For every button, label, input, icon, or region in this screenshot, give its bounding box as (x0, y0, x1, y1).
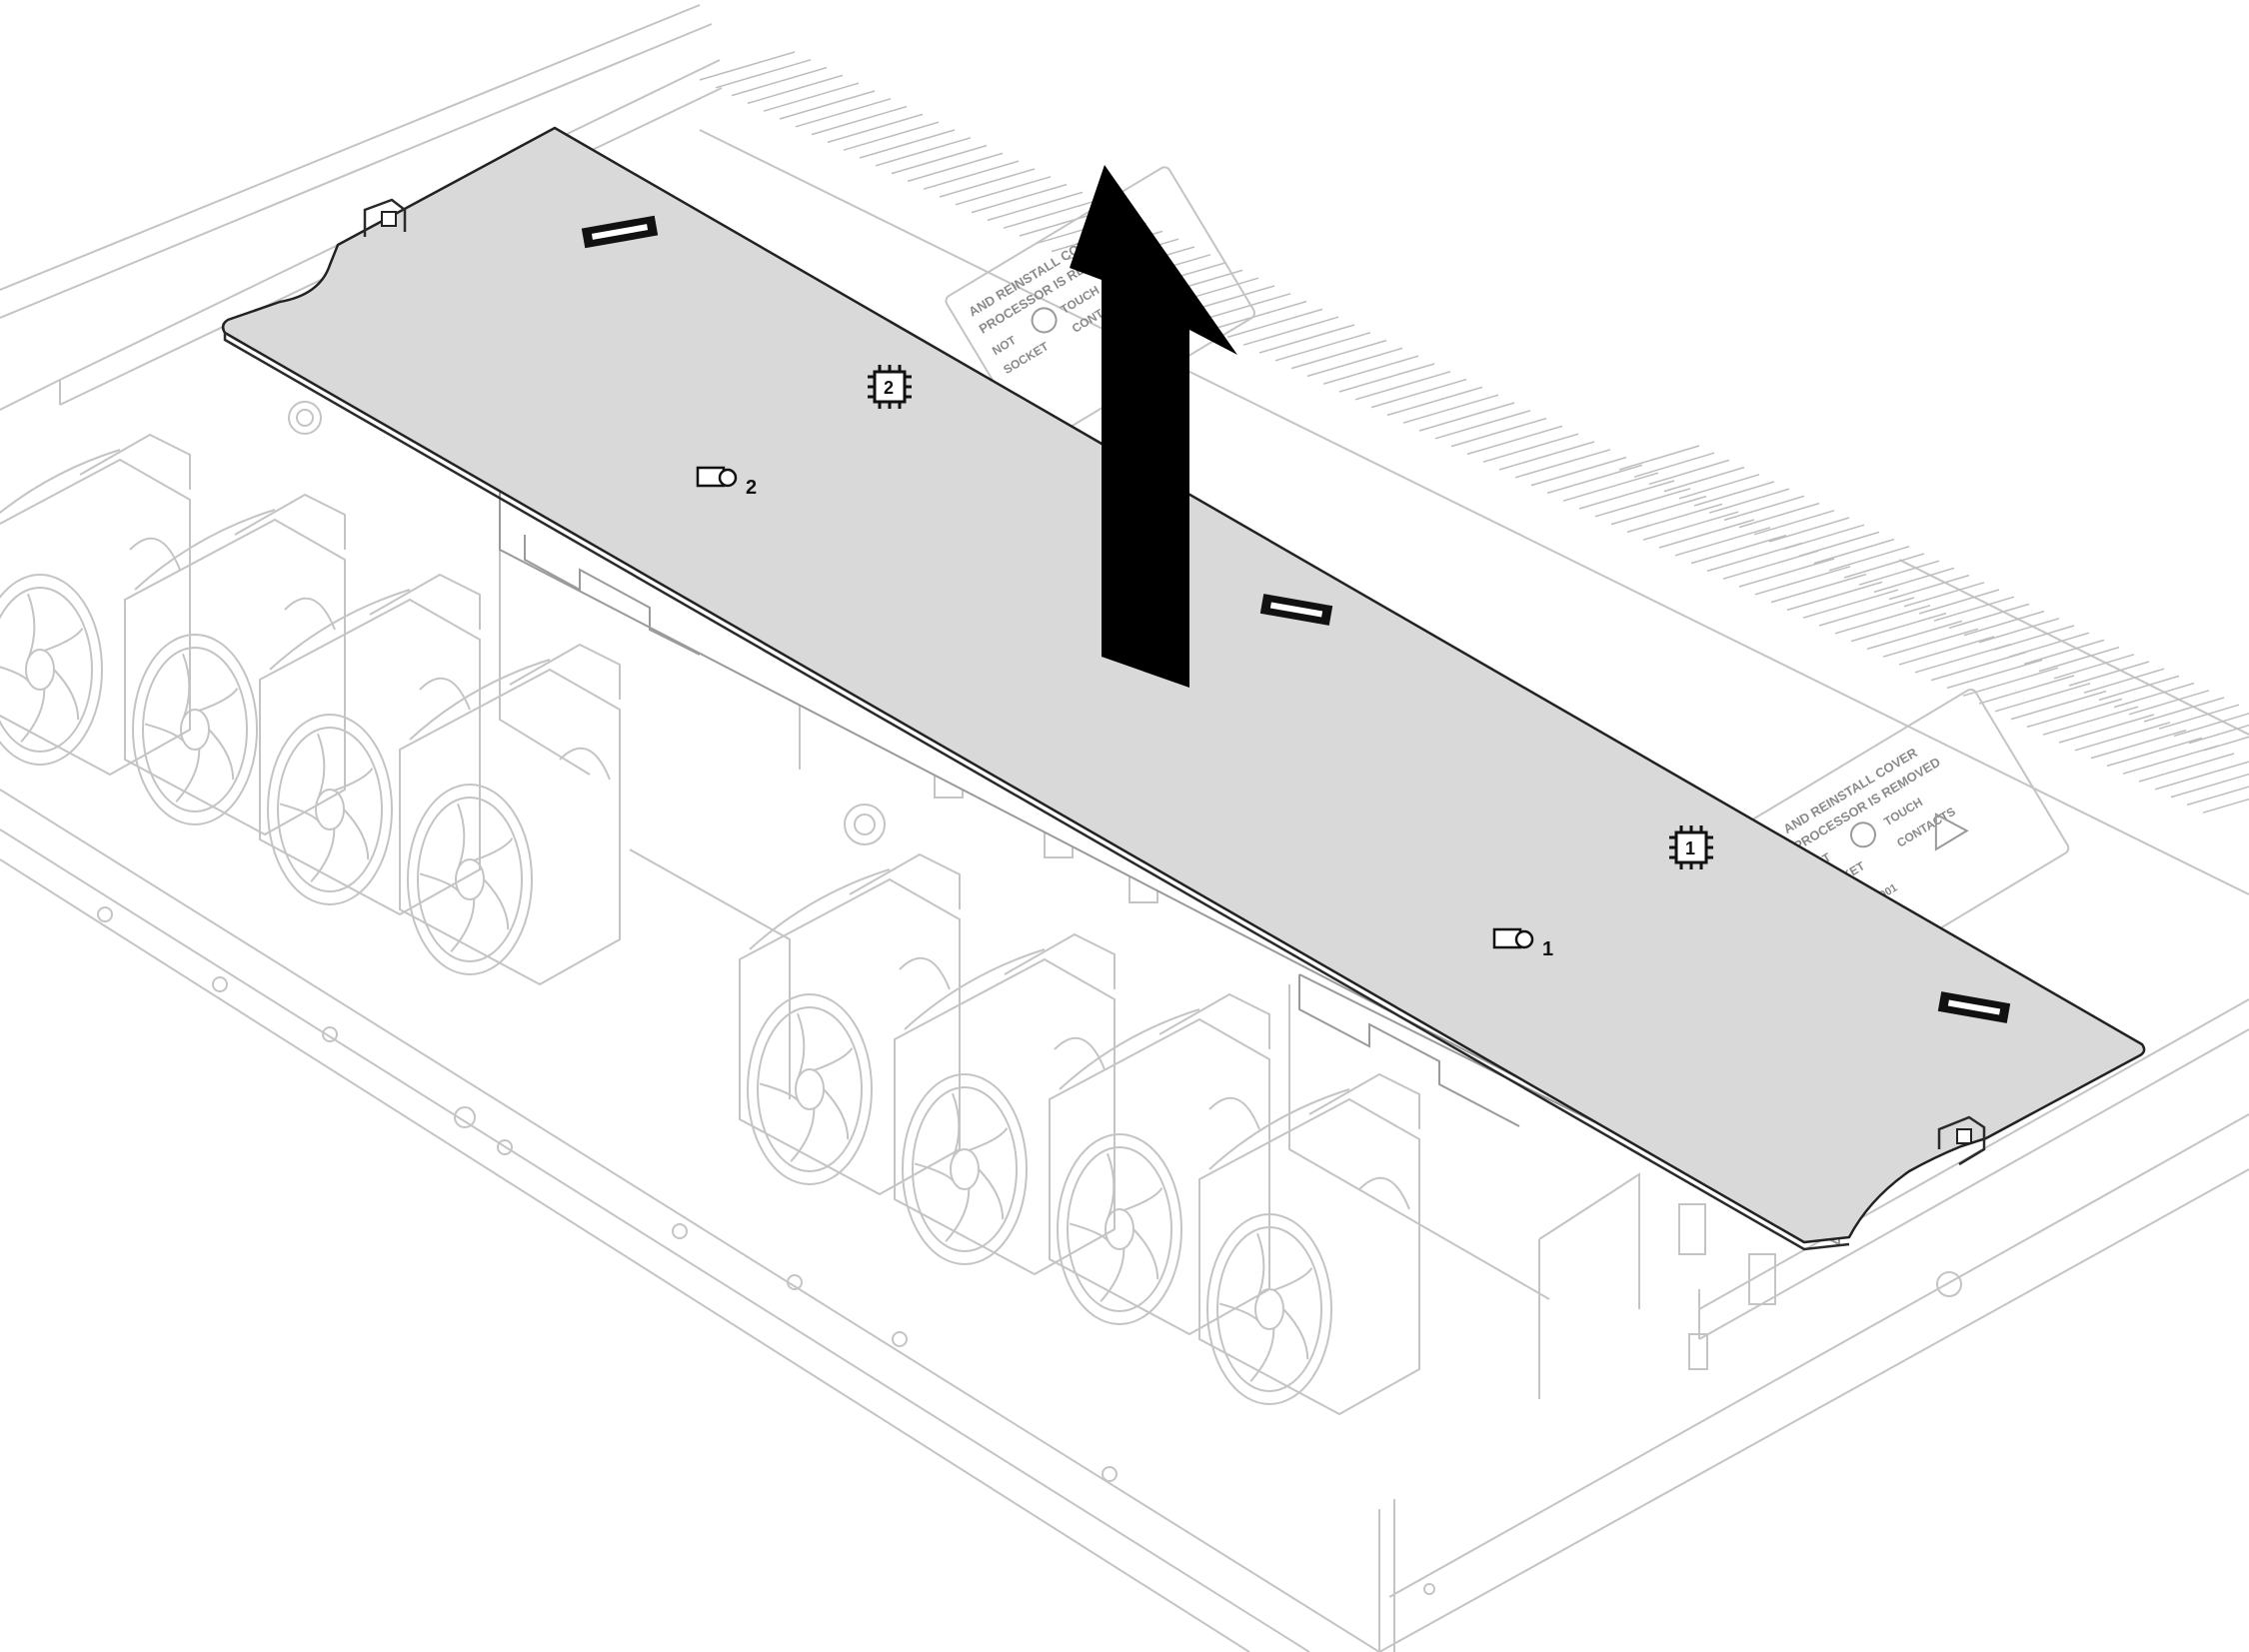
fan-module (1049, 992, 1270, 1336)
svg-text:1: 1 (1685, 838, 1695, 858)
fan-module (0, 433, 191, 777)
svg-text:1: 1 (1542, 938, 1553, 960)
fan-module (1198, 1072, 1420, 1416)
svg-text:2: 2 (884, 378, 894, 398)
processor-heatsink (699, 51, 2249, 895)
baffle-markings: 2 1 2 1 (581, 215, 2011, 1023)
dimm-icon (1259, 594, 1333, 626)
dimm-icon (581, 215, 659, 249)
fan-module (259, 573, 481, 916)
svg-text:2: 2 (746, 477, 757, 499)
lift-up-arrow (1070, 165, 1237, 688)
dimm-icon (1937, 991, 2011, 1023)
fan-zone-icon: 2 (696, 466, 757, 499)
fan-module (739, 852, 961, 1196)
svg-text:NOT: NOT (990, 333, 1019, 358)
fan-module (894, 932, 1116, 1276)
fan-module (124, 493, 346, 836)
processor-icon: 1 (1669, 826, 1713, 869)
fan-module (399, 643, 621, 986)
chassis-screw-holes (97, 906, 1962, 1595)
fan-modules (0, 433, 1420, 1416)
fan-zone-icon: 1 (1492, 927, 1553, 960)
processor-icon: 2 (868, 365, 912, 409)
